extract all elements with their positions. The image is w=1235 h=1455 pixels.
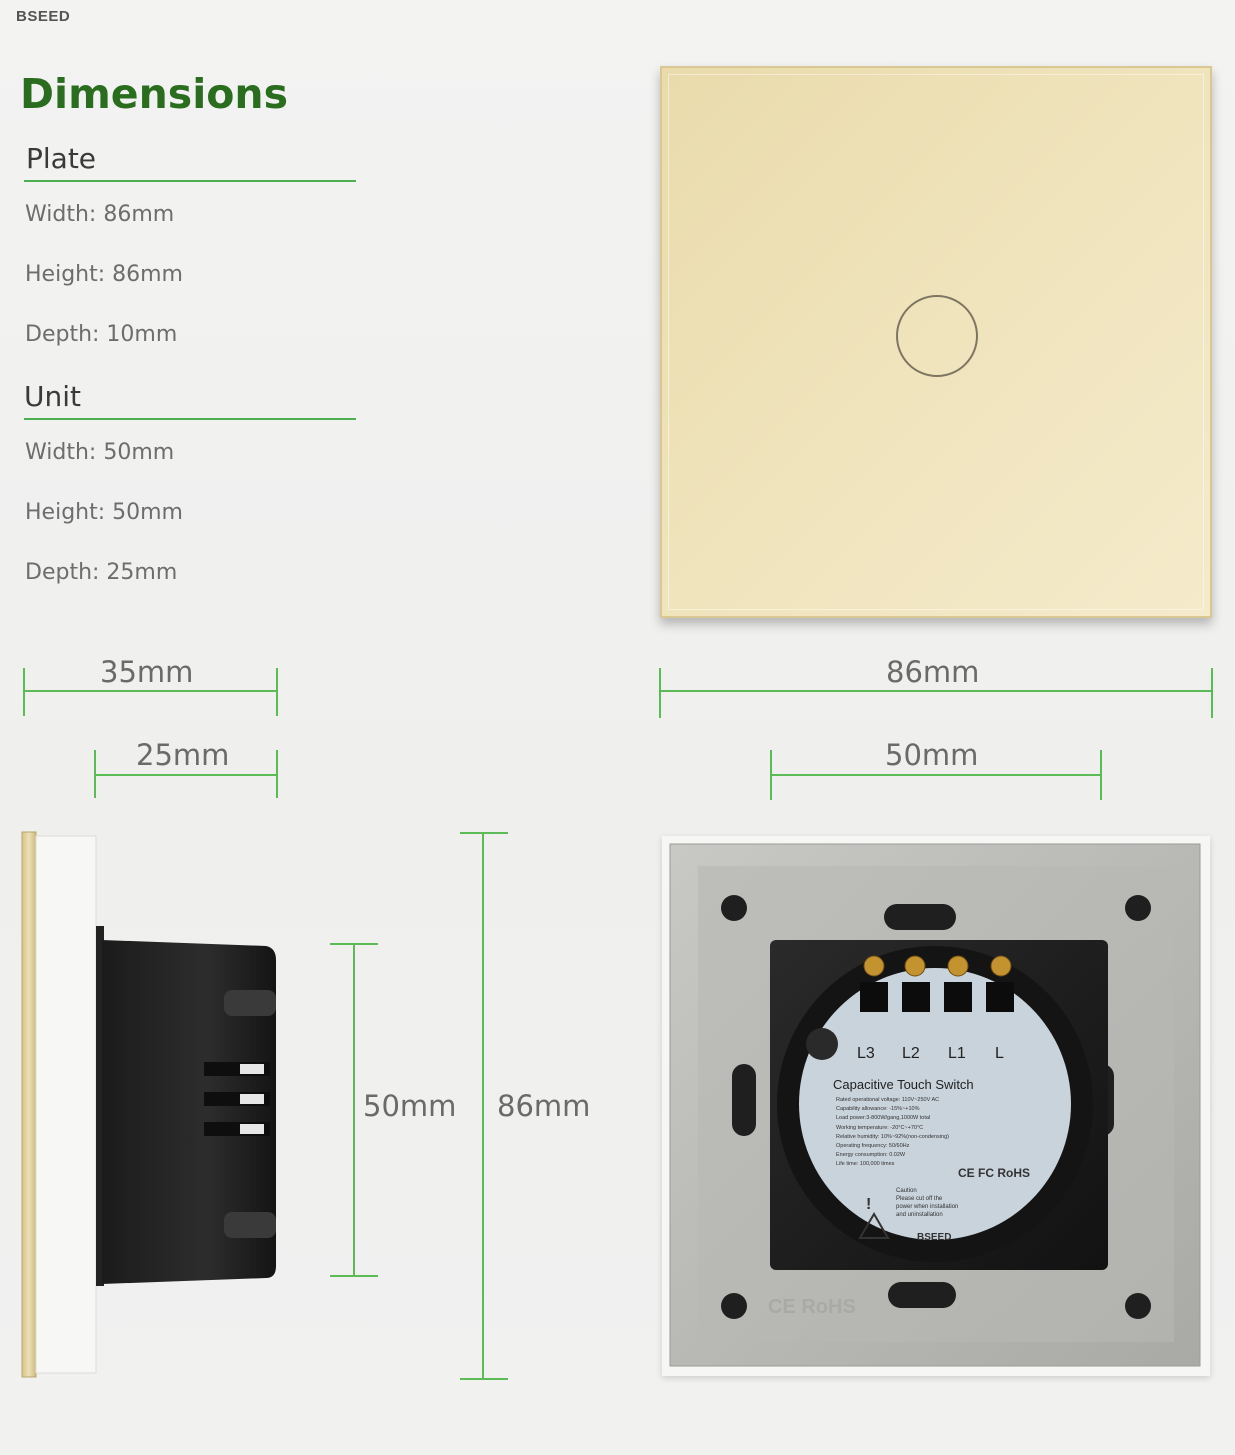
label-spec: Life time: 100,000 times — [836, 1161, 895, 1168]
label-brand: BSEED — [917, 1232, 952, 1243]
brand-logo: BSEED — [16, 8, 71, 25]
dim-plate-height-label: 86mm — [497, 1089, 591, 1123]
caution-text: Caution Please cut off the power when in… — [896, 1187, 1006, 1219]
label-specs: Rated operational voltage: 110V~250V AC … — [836, 1096, 1046, 1170]
dim-unit-height-label: 50mm — [363, 1089, 457, 1123]
switch-side-view — [21, 831, 276, 1378]
unit-height: Height: 50mm — [25, 500, 183, 525]
plate-depth: Depth: 10mm — [25, 322, 178, 347]
unit-divider — [24, 418, 356, 420]
unit-width: Width: 50mm — [25, 440, 175, 465]
caution-line: Caution — [896, 1188, 917, 1194]
switch-back-housing — [669, 843, 1201, 1367]
terminal-l2: L2 — [902, 1045, 920, 1062]
unit-section-title: Unit — [24, 380, 81, 413]
label-title: Capacitive Touch Switch — [833, 1077, 974, 1092]
label-spec: Capability allowance: -15%~+10% — [836, 1106, 920, 1113]
label-spec: Load power:3-800W/gang,1000W total — [836, 1115, 931, 1122]
terminal-l3: L3 — [857, 1045, 875, 1062]
dim-side-total-label: 35mm — [100, 655, 194, 689]
caution-line: and uninstallation — [896, 1212, 943, 1218]
dim-front-width-label: 86mm — [886, 655, 980, 689]
label-spec: Rated operational voltage: 110V~250V AC — [836, 1097, 940, 1103]
certification-marks: CE FC RoHS — [958, 1166, 1030, 1180]
warning-icon: ! — [866, 1196, 872, 1213]
label-spec: Operating frequency: 50/60Hz — [836, 1143, 910, 1150]
unit-depth: Depth: 25mm — [25, 560, 178, 585]
plate-height: Height: 86mm — [25, 262, 183, 287]
terminal-l1: L1 — [948, 1045, 966, 1062]
dim-side-unit-label: 25mm — [136, 738, 230, 772]
plate-section-title: Plate — [26, 142, 97, 175]
dim-back-width-label: 50mm — [885, 738, 979, 772]
caution-line: Please cut off the — [896, 1196, 943, 1202]
label-spec: Working temperature: -20°C~+70°C — [836, 1124, 924, 1131]
page-title: Dimensions — [20, 70, 289, 118]
embossed-marks: CE RoHS — [768, 1296, 856, 1318]
caution-line: power when installation — [896, 1204, 959, 1210]
plate-width: Width: 86mm — [25, 202, 175, 227]
label-spec: Relative humidity: 10%~92%(non-condensin… — [836, 1133, 949, 1140]
terminal-l: L — [995, 1045, 1004, 1062]
label-spec: Energy consumption: 0.02W — [836, 1152, 906, 1159]
plate-divider — [24, 180, 356, 182]
touch-button-icon — [896, 295, 978, 377]
